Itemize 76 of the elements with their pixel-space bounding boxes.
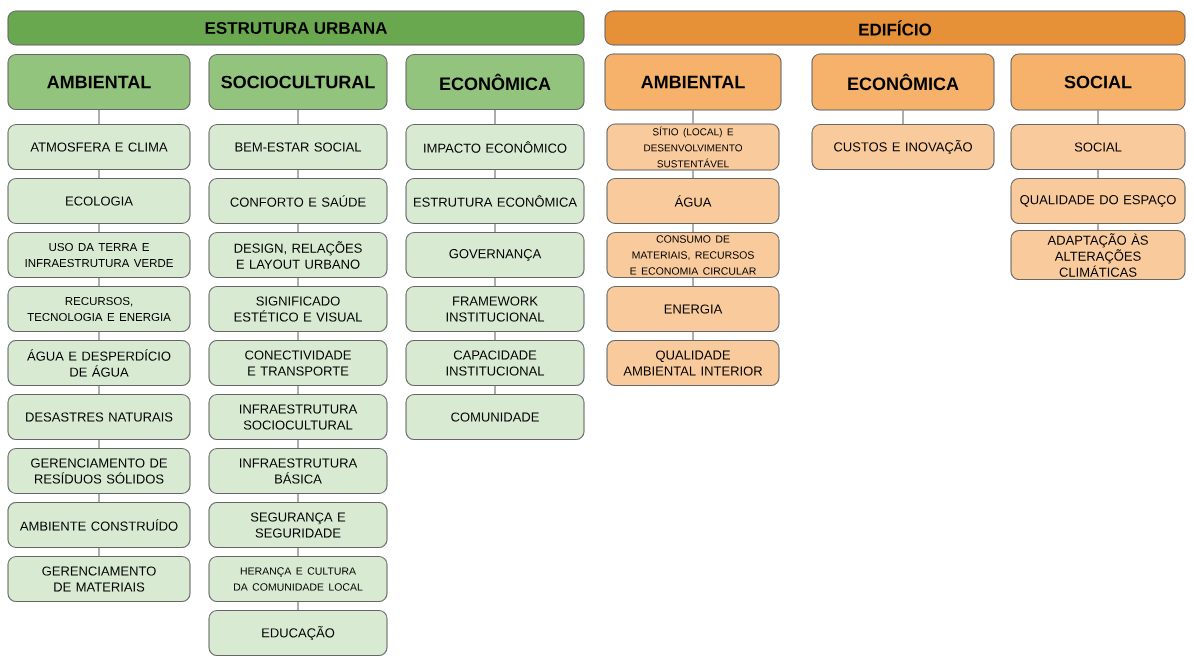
criterion-box: FRAMEWORK INSTITUCIONAL: [405, 285, 585, 333]
connector-line: [692, 331, 694, 341]
connector-line: [297, 601, 299, 611]
connector-line: [98, 547, 100, 557]
criterion-box: BEM-ESTAR SOCIAL: [208, 123, 388, 171]
criterion-box: CONSUMO DE MATERIAIS, RECURSOS E ECONOMIA CIRCULAR: [606, 231, 780, 279]
criterion-box: CONFORTO E SAÚDE: [208, 177, 388, 225]
connector-line: [692, 277, 694, 287]
criterion-box: IMPACTO ECONÔMICO: [405, 123, 585, 171]
connector-line: [98, 385, 100, 395]
connector-line: [494, 385, 496, 395]
criterion-box: EDUCAÇÃO: [208, 609, 388, 657]
criterion-box: USO DA TERRA E INFRAESTRUTURA VERDE: [7, 231, 191, 279]
connector-line: [692, 110, 694, 124]
criterion-box: ÁGUA E DESPERDÍCIO DE ÁGUA: [7, 339, 191, 387]
connector-line: [98, 277, 100, 287]
criterion-box: GERENCIAMENTO DE MATERIAIS: [7, 555, 191, 603]
criterion-box: SIGNIFICADO ESTÉTICO E VISUAL: [208, 285, 388, 333]
title-banner: EDIFÍCIO: [604, 10, 1186, 46]
connector-line: [494, 109, 496, 125]
criterion-box: ATMOSFERA E CLIMA: [7, 123, 191, 171]
criterion-box: ADAPTAÇÃO ÀS ALTERAÇÕES CLIMÁTICAS: [1010, 230, 1186, 280]
connector-line: [297, 109, 299, 125]
connector-line: [98, 331, 100, 341]
criterion-box: GOVERNANÇA: [405, 231, 585, 279]
connector-line: [902, 110, 904, 125]
connector-line: [494, 277, 496, 287]
category-box: ECONÔMICA: [811, 53, 995, 111]
connector-line: [692, 170, 694, 179]
criterion-box: ECOLOGIA: [7, 177, 191, 225]
category-box: AMBIENTAL: [7, 53, 191, 111]
connector-line: [98, 223, 100, 233]
connector-line: [98, 109, 100, 125]
criterion-box: INFRAESTRUTURA SOCIOCULTURAL: [208, 393, 388, 441]
category-box: SOCIOCULTURAL: [208, 53, 388, 111]
criterion-box: DESIGN, RELAÇÕES E LAYOUT URBANO: [208, 231, 388, 279]
connector-line: [494, 223, 496, 233]
criterion-box: INFRAESTRUTURA BÁSICA: [208, 447, 388, 495]
connector-line: [1097, 110, 1099, 125]
criterion-box: CUSTOS E INOVAÇÃO: [811, 123, 995, 171]
connector-line: [297, 331, 299, 341]
criterion-box: SÍTIO (LOCAL) E DESENVOLVIMENTO SUSTENTÁVEL: [606, 123, 780, 171]
connector-line: [98, 493, 100, 503]
criterion-box: DESASTRES NATURAIS: [7, 393, 191, 441]
connector-line: [297, 223, 299, 233]
connector-line: [297, 493, 299, 503]
connector-line: [1097, 169, 1099, 179]
connector-line: [494, 169, 496, 179]
connector-line: [297, 169, 299, 179]
category-box: AMBIENTAL: [604, 53, 782, 111]
criterion-box: ENERGIA: [606, 285, 780, 333]
category-box: ECONÔMICA: [405, 53, 585, 111]
criterion-box: CONECTIVIDADE E TRANSPORTE: [208, 339, 388, 387]
criterion-box: SOCIAL: [1010, 123, 1186, 171]
connector-line: [98, 169, 100, 179]
category-box: SOCIAL: [1010, 53, 1186, 111]
criterion-box: ESTRUTURA ECONÔMICA: [405, 177, 585, 225]
connector-line: [297, 439, 299, 449]
criterion-box: AMBIENTE CONSTRUÍDO: [7, 501, 191, 549]
connector-line: [98, 439, 100, 449]
title-banner: ESTRUTURA URBANA: [7, 10, 585, 46]
criterion-box: GERENCIAMENTO DE RESÍDUOS SÓLIDOS: [7, 447, 191, 495]
connector-line: [297, 385, 299, 395]
connector-line: [297, 547, 299, 557]
criterion-box: HERANÇA E CULTURA DA COMUNIDADE LOCAL: [208, 555, 388, 603]
connector-line: [494, 331, 496, 341]
connector-line: [1097, 223, 1099, 231]
connector-line: [297, 277, 299, 287]
criterion-box: CAPACIDADE INSTITUCIONAL: [405, 339, 585, 387]
criterion-box: RECURSOS, TECNOLOGIA E ENERGIA: [7, 285, 191, 333]
criterion-box: COMUNIDADE: [405, 393, 585, 441]
criterion-box: QUALIDADE DO ESPAÇO: [1010, 177, 1186, 225]
criterion-box: SEGURANÇA E SEGURIDADE: [208, 501, 388, 549]
criterion-box: ÁGUA: [606, 177, 780, 225]
criterion-box: QUALIDADE AMBIENTAL INTERIOR: [606, 339, 780, 387]
connector-line: [692, 223, 694, 233]
